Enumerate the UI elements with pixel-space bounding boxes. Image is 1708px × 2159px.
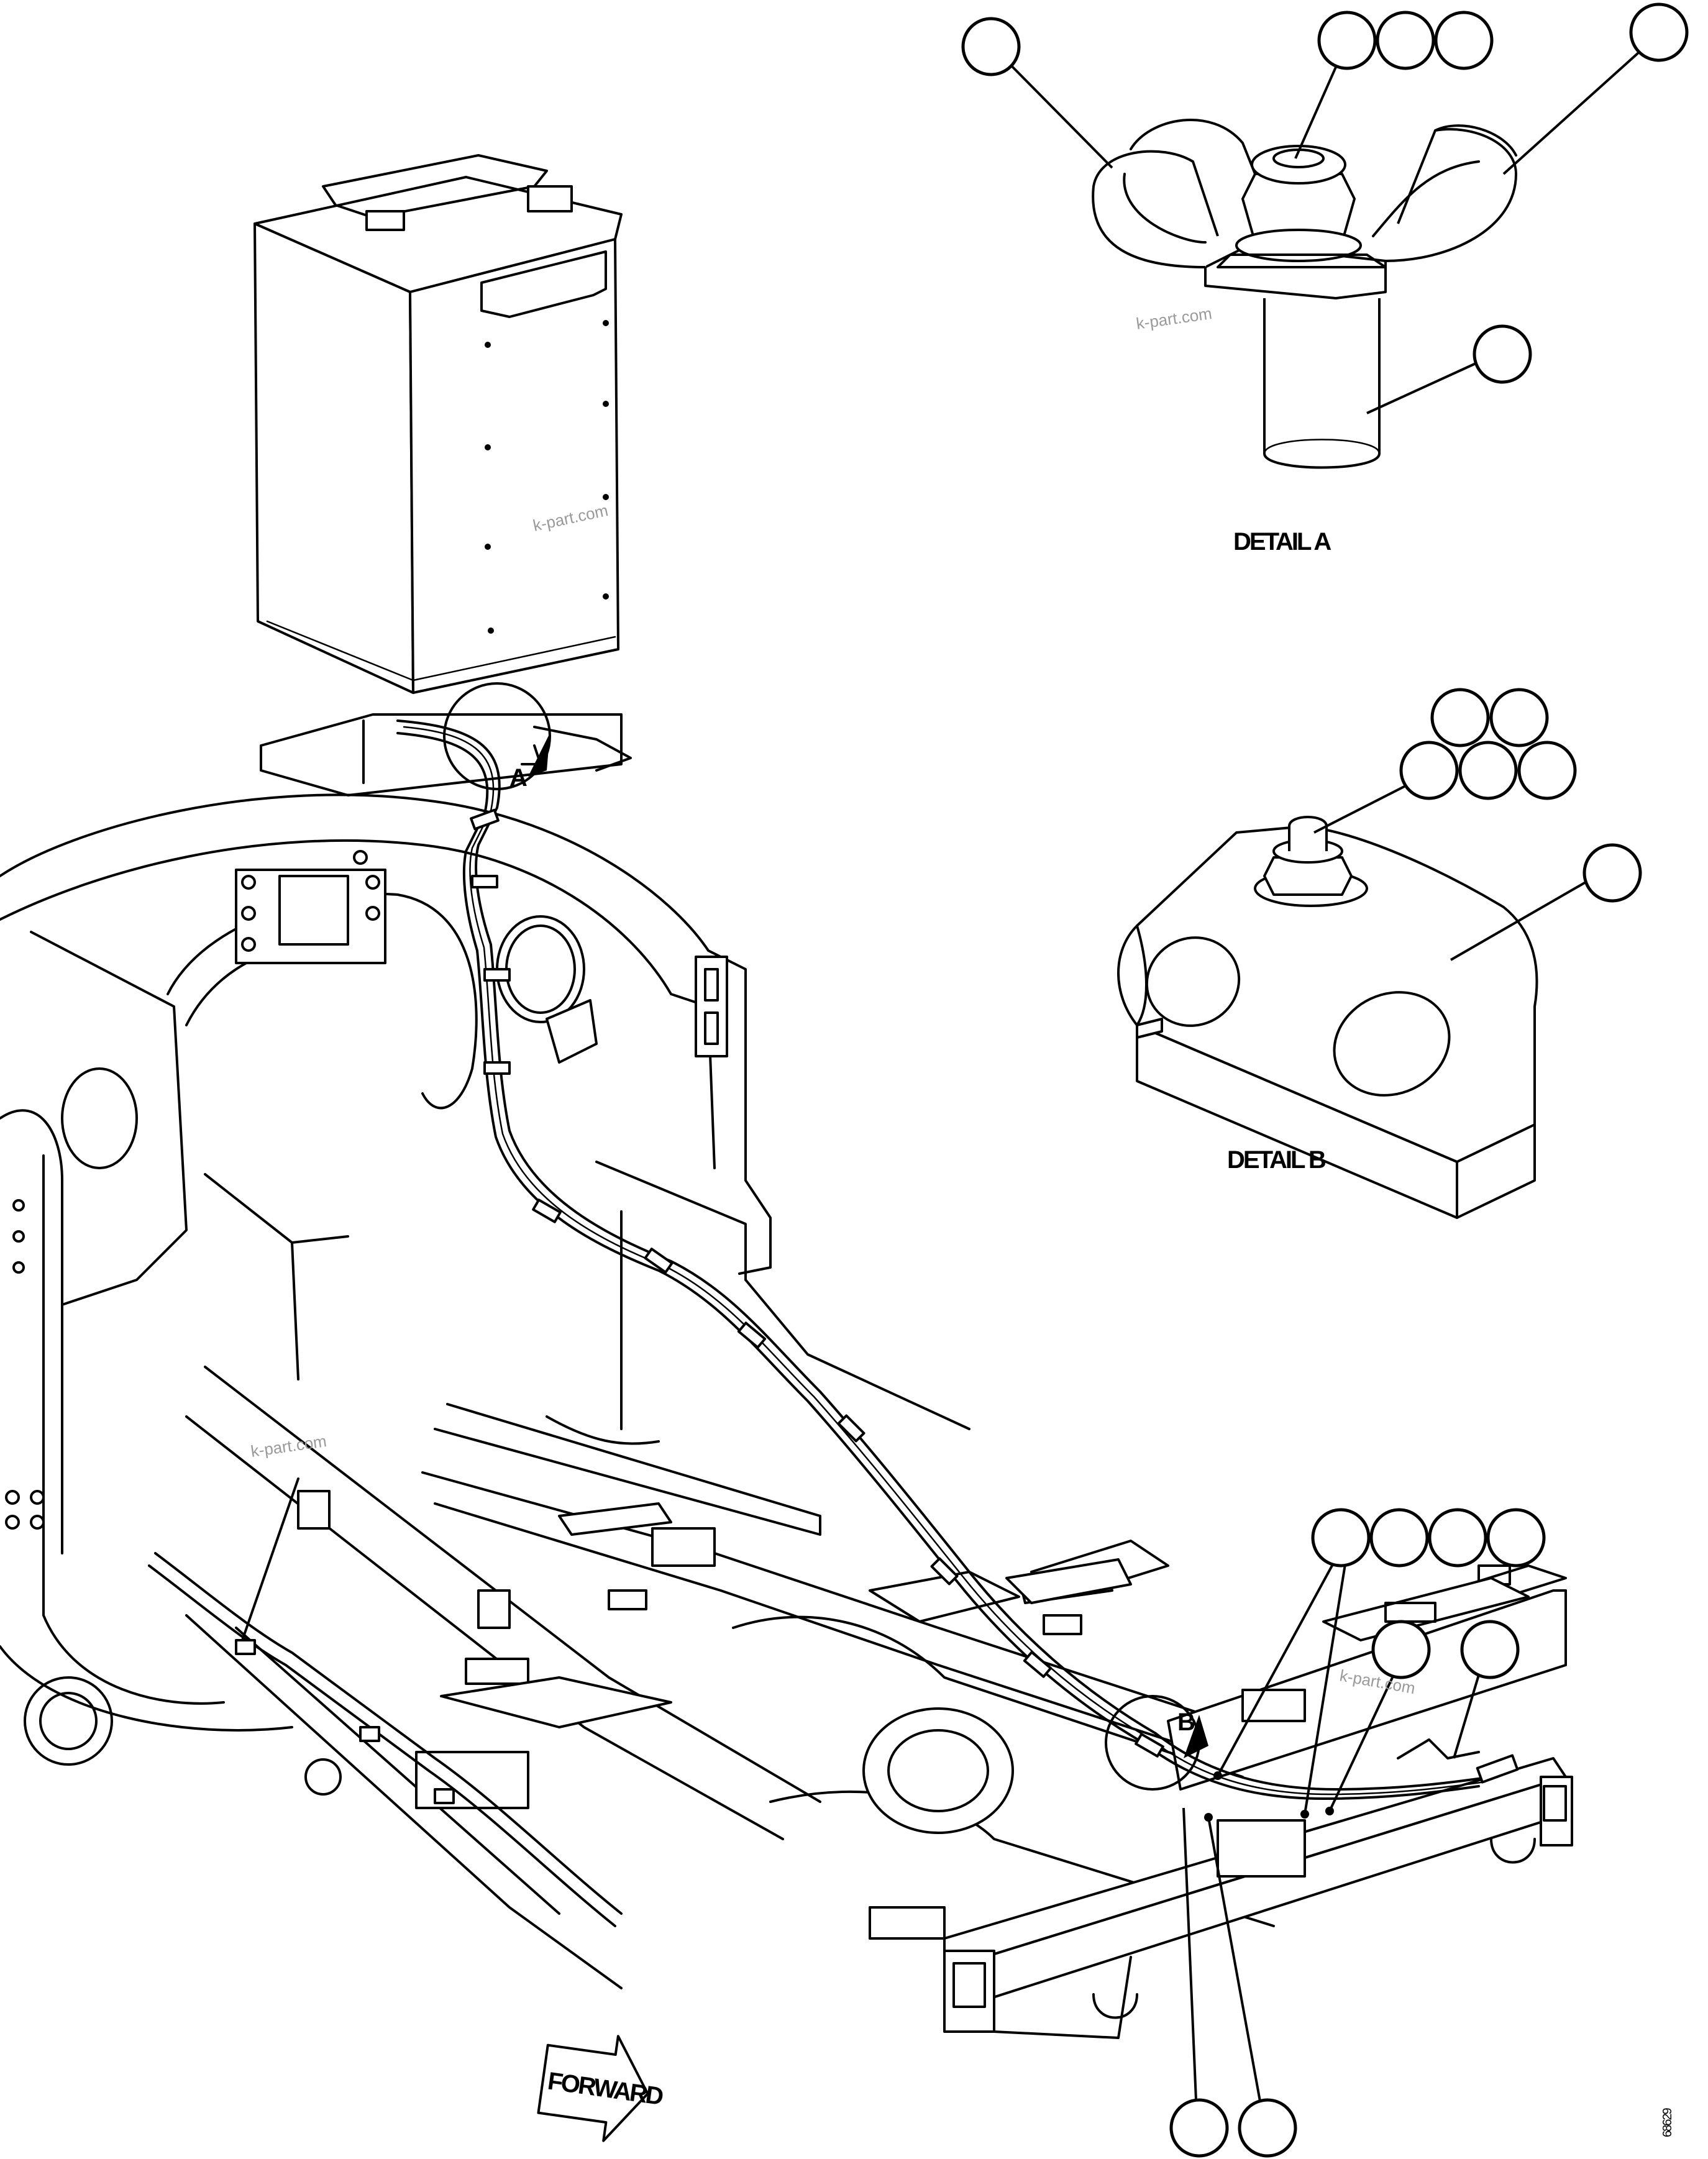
callout-balloon	[1369, 1508, 1429, 1568]
callout-balloon	[1376, 11, 1435, 70]
detail-b-clamp	[1117, 816, 1538, 1219]
callout-balloon	[1473, 324, 1532, 384]
callout-balloon	[1458, 741, 1518, 800]
detail-b-callouts	[1313, 688, 1642, 961]
callout-balloon	[1629, 2, 1689, 62]
callout-balloon	[1489, 688, 1549, 747]
callout-balloon	[1430, 688, 1490, 747]
bolt-pad-lower-left	[5, 1199, 45, 1530]
callout-balloon	[1460, 1620, 1520, 1679]
control-cabinet	[253, 154, 623, 694]
watermark: k-part.com	[250, 1431, 328, 1461]
main-view-callouts	[1169, 1508, 1546, 2158]
view-marker-b-letter: B	[1177, 1709, 1195, 1736]
callout-balloon	[1434, 11, 1494, 70]
callout-balloon	[1486, 1508, 1546, 1568]
callout-balloon	[1169, 2098, 1229, 2158]
detail-a-caption: DETAIL A	[1233, 528, 1331, 555]
bolt-pad-upper	[235, 850, 386, 964]
forward-arrow: FORWARD	[537, 2035, 665, 2142]
view-marker-b: B	[1105, 1695, 1208, 1791]
callout-balloon	[1371, 1620, 1431, 1679]
callout-balloon	[1317, 11, 1377, 70]
view-marker-a: A	[443, 682, 551, 792]
callout-balloon	[1517, 741, 1577, 800]
detail-a-clamp	[1092, 119, 1517, 469]
callout-balloon	[1238, 2098, 1297, 2158]
callout-balloon	[1582, 843, 1642, 903]
detail-a-callouts	[961, 2, 1689, 414]
cabinet-mount-bracket	[260, 713, 632, 797]
callout-balloon	[1399, 741, 1459, 800]
callout-balloon	[1428, 1508, 1487, 1568]
callout-balloon	[961, 17, 1021, 76]
callout-balloon	[1311, 1508, 1371, 1568]
drawing-number: 68629	[1661, 2108, 1674, 2137]
view-marker-a-letter: A	[509, 764, 527, 792]
watermark: k-part.com	[1135, 304, 1213, 333]
detail-b-caption: DETAIL B	[1227, 1146, 1326, 1174]
